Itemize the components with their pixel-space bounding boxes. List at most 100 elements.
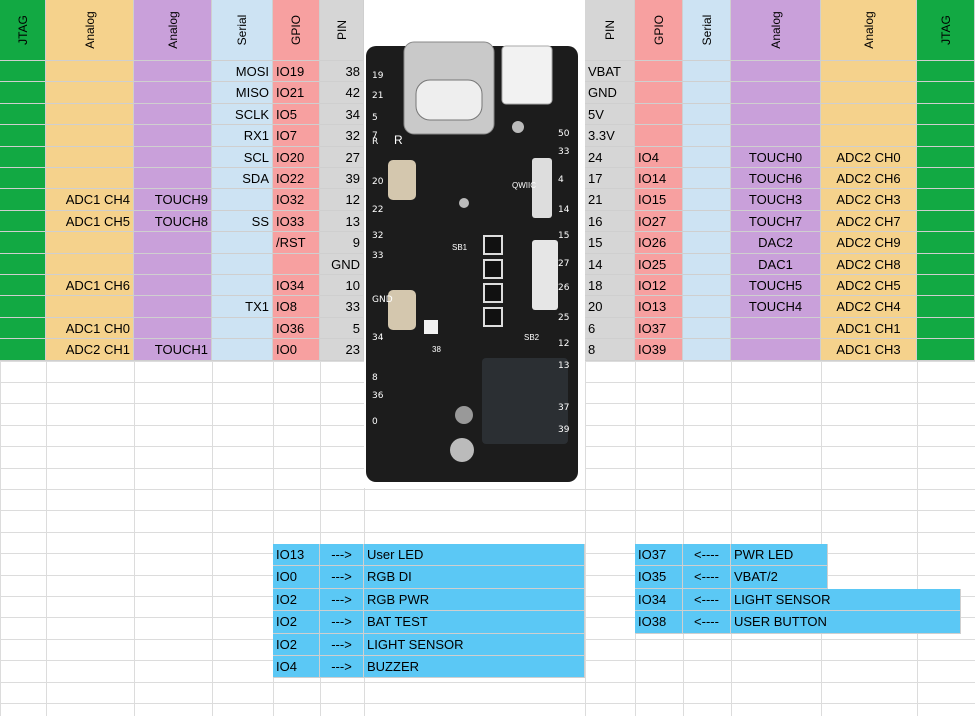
right-analog-a-cell [731,61,821,83]
right-analog-b-cell [821,82,917,104]
left-gpio-cell: IO33 [273,210,320,233]
left-serial-cell [212,253,273,275]
right-serial-cell [683,339,731,361]
left-analog-a-cell [46,61,134,83]
left-header-label: PIN [334,19,349,41]
left-pin-cell: 23 [320,339,364,361]
legend-io: IO35 [635,566,683,589]
right-analog-a-cell: DAC2 [731,232,821,254]
reset-button [388,160,416,200]
board-edge-label: 14 [558,205,570,215]
left-jtag-cell [0,253,46,275]
left-jtag-cell [0,168,46,190]
right-analog-a-cell: TOUCH7 [731,210,821,233]
legend-io: IO2 [273,611,320,634]
left-serial-cell [212,275,273,297]
legend-label: USER BUTTON [731,611,961,634]
legend-arrow: <---- [683,588,731,612]
right-pin-cell: VBAT [585,61,635,83]
right-serial-cell [683,210,731,233]
right-pin-cell: GND [585,82,635,104]
left-jtag-cell [0,296,46,318]
right-serial-cell [683,253,731,275]
right-jtag-cell [917,210,975,233]
left-analog-a-cell: ADC1 CH5 [46,210,134,233]
left-analog-a-cell [46,253,134,275]
left-serial-cell: TX1 [212,296,273,318]
right-serial-cell [683,296,731,318]
qwiic-label: QWIIC [512,181,536,190]
right-jtag-cell [917,296,975,318]
pin38-label: 38 [432,345,441,354]
left-pin-cell: 13 [320,210,364,233]
right-gpio-cell: IO13 [635,296,683,318]
right-jtag-cell [917,317,975,340]
left-pin-cell: 27 [320,146,364,168]
legend-io: IO37 [635,544,683,567]
right-gpio-cell: IO14 [635,168,683,190]
left-serial-cell: SCL [212,146,273,168]
left-gpio-cell: IO22 [273,168,320,190]
right-pin-cell: 16 [585,210,635,233]
board-edge-label: 15 [558,231,569,241]
right-analog-a-cell: DAC1 [731,253,821,275]
legend-arrow: ---> [320,611,364,634]
right-gpio-cell: IO25 [635,253,683,275]
bank2-label: SB2 [524,333,540,342]
grid-row-line [0,489,975,490]
left-jtag-cell [0,189,46,211]
left-pin-cell: GND [320,253,364,275]
left-gpio-cell: IO19 [273,61,320,83]
legend-io: IO13 [273,544,320,567]
legend-io: IO4 [273,656,320,679]
left-pin-cell: 5 [320,317,364,340]
right-analog-a-cell [731,125,821,147]
left-jtag-cell [0,61,46,83]
board-edge-label: 32 [372,231,383,241]
battery-connector [501,45,553,105]
header-pad [483,307,503,327]
board-edge-label: 25 [558,313,569,323]
right-gpio-cell: IO27 [635,210,683,233]
usb-c-opening [415,79,483,121]
right-jtag-cell [917,82,975,104]
legend-io: IO2 [273,633,320,656]
right-analog-b-cell [821,125,917,147]
right-serial-cell [683,232,731,254]
right-header-label: Analog [861,11,876,49]
right-analog-a-cell: TOUCH3 [731,189,821,211]
legend-io: IO0 [273,566,320,589]
right-analog-b-cell: ADC2 CH8 [821,253,917,275]
header-pad [483,235,503,255]
board-edge-label: R [372,137,378,147]
left-analog-a-cell [46,125,134,147]
right-gpio-cell: IO4 [635,146,683,168]
left-pin-cell: 34 [320,103,364,126]
board-edge-label: 39 [558,425,570,435]
left-analog-b-cell [134,61,212,83]
left-analog-b-cell [134,146,212,168]
esp32-chip [482,358,568,444]
left-jtag-cell [0,125,46,147]
left-analog-b-cell [134,168,212,190]
board-edge-label: 4 [558,175,564,185]
right-pin-cell: 8 [585,339,635,361]
left-header-serial: Serial [212,0,273,61]
right-header-label: Serial [699,14,714,46]
right-gpio-cell [635,82,683,104]
right-gpio-cell: IO39 [635,339,683,361]
mount-hole [455,406,473,424]
antenna-connector [450,438,474,462]
right-serial-cell [683,82,731,104]
right-jtag-cell [917,189,975,211]
right-header-label: JTAG [938,15,953,45]
board-edge-label: 19 [372,71,384,81]
legend-arrow: ---> [320,566,364,589]
right-analog-a-cell [731,103,821,126]
right-jtag-cell [917,103,975,126]
left-gpio-cell: IO8 [273,296,320,318]
left-analog-a-cell: ADC2 CH1 [46,339,134,361]
reset-label: R [394,133,403,147]
legend-label: LIGHT SENSOR [364,633,585,656]
right-header-analog-a: GPIO [635,0,683,61]
